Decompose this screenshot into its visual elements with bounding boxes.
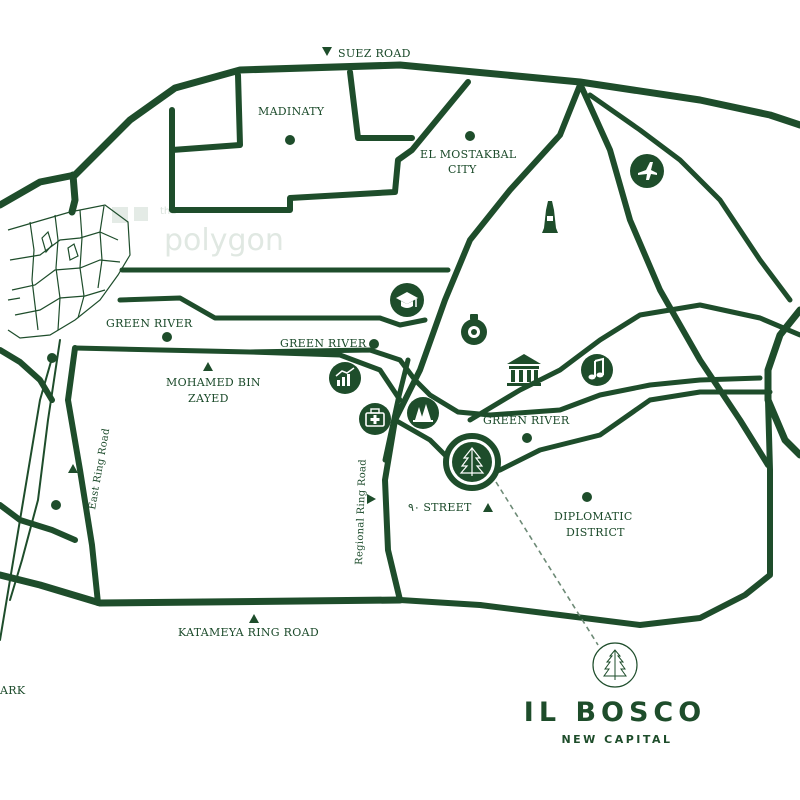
label-east-ring-road: East Ring Road <box>87 427 112 510</box>
up-triangle-icon <box>203 362 213 371</box>
up-triangle-icon <box>68 464 78 473</box>
watermark-mark <box>134 207 148 221</box>
brand-title: IL BOSCO <box>524 697 706 728</box>
poi-diplomatic <box>582 492 592 502</box>
label-diplomatic-2: DISTRICT <box>566 526 625 539</box>
label-mbz-1: MOHAMED BIN <box>166 376 261 389</box>
watermark-small: the <box>160 206 176 217</box>
label-green-river-center: GREEN RIVER <box>280 337 367 350</box>
label-el-mostakbal-2: CITY <box>448 163 477 176</box>
right-triangle-icon <box>367 494 376 504</box>
dashed-connector <box>495 481 599 646</box>
roads <box>0 61 800 641</box>
airplane-icon <box>630 154 664 188</box>
label-green-river-west: GREEN RIVER <box>106 317 193 330</box>
west-city-grid <box>7 204 131 339</box>
poi-green-river-center <box>369 339 379 349</box>
hospital-icon <box>359 403 391 435</box>
poi-el-mostakbal <box>465 131 475 141</box>
label-regional-ring-road: Regional Ring Road <box>354 459 369 566</box>
perfume-bottle-icon <box>461 314 487 345</box>
up-triangle-icon <box>249 614 259 623</box>
label-katameya-ring-road: KATAMEYA RING ROAD <box>178 626 319 639</box>
poi-green-river-east <box>522 433 532 443</box>
monument-icon <box>542 201 558 233</box>
graduation-cap-icon <box>390 283 424 317</box>
trees-icon <box>407 397 439 429</box>
watermark-large: polygon <box>164 223 284 258</box>
up-triangle-icon <box>483 503 493 512</box>
label-madinaty: MADINATY <box>258 105 325 118</box>
label-el-mostakbal-1: EL MOSTAKBAL <box>420 148 517 161</box>
museum-icon <box>507 354 541 386</box>
brand-subtitle: NEW CAPITAL <box>561 733 672 746</box>
il-bosco-logo-icon <box>592 642 638 688</box>
poi-dots <box>47 131 592 510</box>
label-diplomatic-1: DIPLOMATIC <box>554 510 633 523</box>
label-90-street: ٩٠ STREET <box>408 501 472 514</box>
poi-junction-west <box>47 353 57 363</box>
business-chart-icon <box>329 362 361 394</box>
down-triangle-icon <box>322 47 332 56</box>
triangle-markers <box>68 47 493 623</box>
label-mbz-2: ZAYED <box>188 392 229 405</box>
watermark: the polygon <box>112 206 284 258</box>
music-note-icon <box>581 354 613 386</box>
label-green-river-east: GREEN RIVER <box>483 414 570 427</box>
label-suez-road: SUEZ ROAD <box>338 47 411 60</box>
poi-green-river-west <box>162 332 172 342</box>
poi-madinaty <box>285 135 295 145</box>
poi-southwest <box>51 500 61 510</box>
project-tree-icon <box>443 433 501 491</box>
label-park-partial: ARK <box>0 684 26 697</box>
brand-block: IL BOSCO NEW CAPITAL <box>524 642 706 746</box>
